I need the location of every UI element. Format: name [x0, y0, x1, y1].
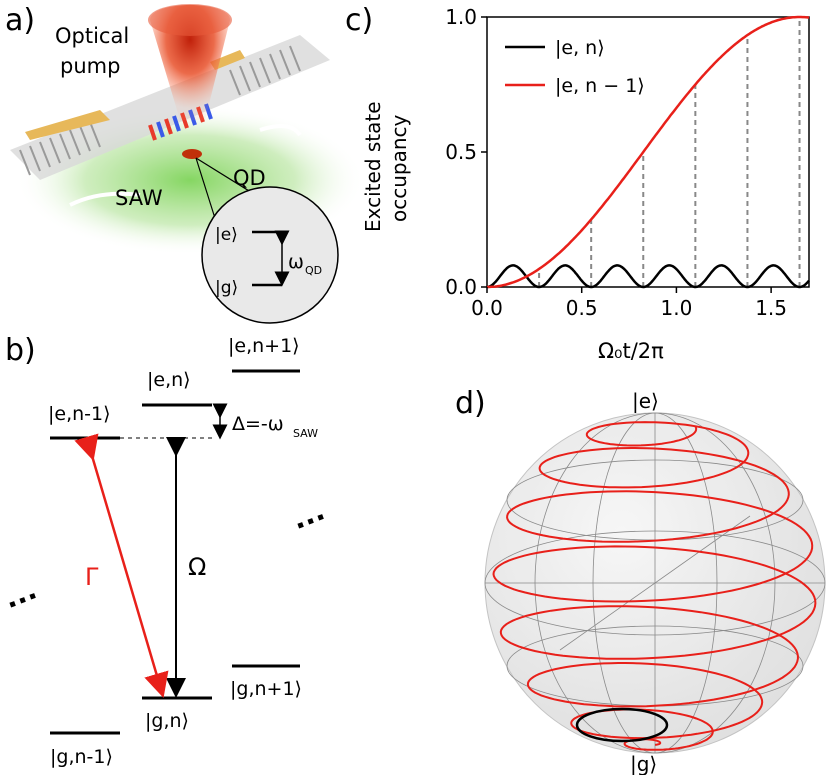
dashed-markers — [538, 17, 801, 287]
beam-top — [148, 4, 232, 36]
series-e-n-line — [486, 264, 810, 289]
panel-d-label: d) — [455, 386, 486, 421]
inset-omega-label: ω — [288, 251, 304, 273]
bloch-top-label: |e⟩ — [632, 389, 659, 413]
ground-state-orbit — [575, 707, 669, 743]
label-e-n: |e,n⟩ — [147, 369, 191, 391]
panel-c-label: c) — [345, 3, 373, 38]
panel-a: |e⟩ |g⟩ ω QD Optical pump SAW QD a) — [5, 3, 365, 324]
panel-a-label: a) — [5, 3, 35, 38]
panel-b: b) |e,n-1⟩ |e,n⟩ |e,n+1⟩ |g,n⟩ |g,n+1⟩ |… — [5, 333, 324, 768]
chart-frame — [486, 16, 810, 288]
omega-label: Ω — [188, 553, 206, 581]
y-tick-label: 0.5 — [445, 140, 477, 164]
panel-d: d) |e⟩ |g⟩ — [455, 386, 826, 775]
label-e-n-plus-1: |e,n+1⟩ — [228, 335, 300, 357]
legend-label-e-n: |e, n⟩ — [555, 37, 605, 59]
label-g-n-minus-1: |g,n-1⟩ — [50, 746, 113, 768]
saw-label: SAW — [115, 186, 163, 210]
label-g-n-plus-1: |g,n+1⟩ — [230, 678, 302, 700]
x-tick-label: 1.5 — [755, 296, 787, 320]
substrate — [10, 35, 330, 180]
qd-label: QD — [233, 166, 266, 190]
label-e-n-minus-1: |e,n-1⟩ — [48, 403, 111, 425]
y-axis-label-line1: Excited state — [361, 101, 385, 232]
x-ticks: 0.0 0.5 1.0 1.5 — [471, 287, 787, 320]
y-axis-label-line2: occupancy — [387, 114, 411, 222]
legend-label-e-n-minus-1: |e, n − 1⟩ — [555, 75, 645, 97]
gamma-arrow — [74, 433, 169, 698]
y-ticks: 0.0 0.5 1.0 — [445, 5, 487, 299]
x-tick-label: 1.0 — [661, 296, 693, 320]
x-tick-label: 0.0 — [471, 296, 503, 320]
gamma-label: Γ — [85, 563, 99, 591]
saw-arc-left — [69, 191, 141, 207]
ellipsis-left — [9, 593, 36, 608]
contact-pad-left — [25, 110, 110, 140]
idt-fingers — [19, 45, 301, 176]
quantum-dot — [182, 149, 202, 159]
label-g-n: |g,n⟩ — [145, 710, 189, 732]
pump-label-line2: pump — [60, 54, 120, 78]
pump-label-line1: Optical — [55, 24, 129, 48]
inset-omega-sub: QD — [305, 264, 322, 277]
y-tick-label: 0.0 — [445, 275, 477, 299]
sphere-grid — [484, 412, 826, 754]
saw-arc-right — [259, 124, 302, 137]
inset-e-label: |e⟩ — [215, 225, 238, 245]
inset-g-label: |g⟩ — [215, 278, 238, 298]
bloch-bottom-label: |g⟩ — [630, 752, 657, 775]
ellipsis-right — [297, 514, 324, 529]
x-tick-label: 0.5 — [566, 296, 598, 320]
inset-circle — [201, 186, 339, 324]
detuning-sub: SAW — [293, 427, 318, 440]
y-tick-label: 1.0 — [445, 5, 477, 29]
series-e-n-minus-1-line — [487, 15, 810, 289]
detuning-label: Δ=-ω — [232, 413, 284, 435]
panel-b-label: b) — [5, 333, 36, 368]
x-axis-label: Ω₀t/2π — [598, 339, 664, 363]
